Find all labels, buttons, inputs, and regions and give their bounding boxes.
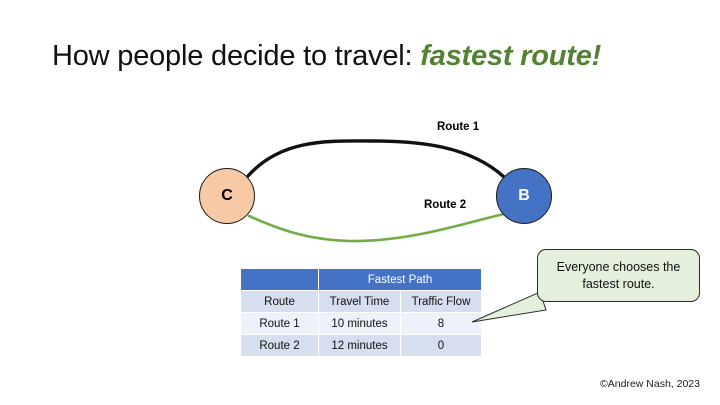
callout-bubble: Everyone chooses the fastest route. [537,249,700,302]
node-b: B [496,168,552,224]
title-prefix: How people decide to travel: [52,40,421,72]
node-c-label: C [221,187,233,204]
cell-traffic-flow: 8 [400,312,482,335]
route-1-label: Route 1 [437,121,480,133]
cell-traffic-flow: 0 [400,334,482,357]
route-1-edge [246,139,506,179]
table-blank-cell [240,268,319,291]
column-header-route: Route [240,290,319,313]
cell-travel-time: 12 minutes [318,334,401,357]
cell-travel-time: 10 minutes [318,312,401,335]
table-column-header-row: Route Travel Time Traffic Flow [240,290,482,313]
cell-route: Route 1 [240,312,319,335]
column-header-travel-time: Travel Time [318,290,401,313]
table-group-header-row: Fastest Path [240,268,482,291]
copyright-notice: ©Andrew Nash, 2023 [600,378,700,390]
title-accent: fastest route! [420,40,602,72]
column-header-traffic-flow: Traffic Flow [400,290,482,313]
route-2-label: Route 2 [424,199,467,211]
node-c: C [199,168,255,224]
node-b-label: B [518,187,530,204]
callout-text: Everyone chooses the fastest route. [556,259,681,291]
fastest-path-table: Fastest Path Route Travel Time Traffic F… [240,268,482,357]
route-2-edge [247,212,506,243]
table-row: Route 2 12 minutes 0 [240,334,482,357]
page-title: How people decide to travel: fastest rou… [52,38,692,74]
table-group-header: Fastest Path [318,268,482,291]
cell-route: Route 2 [240,334,319,357]
table-row: Route 1 10 minutes 8 [240,312,482,335]
